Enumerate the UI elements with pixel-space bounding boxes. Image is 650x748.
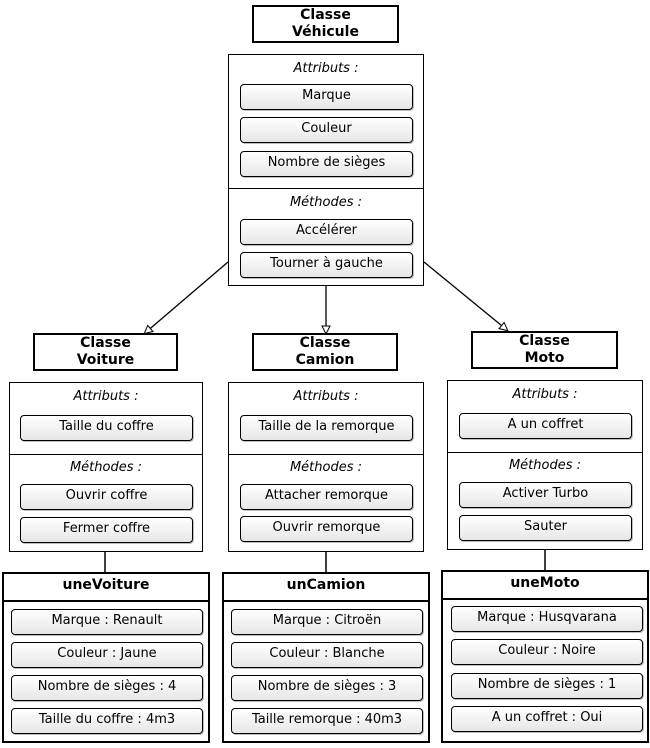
class-moto-divider (448, 452, 642, 453)
inheritance-arrow-moto (423, 261, 507, 330)
base-class-title-line1: Classe (300, 7, 351, 23)
class-moto-title-line2: Moto (524, 350, 565, 366)
class-voiture-title-line1: Classe (80, 335, 131, 351)
object-une-voiture-field-couleur: Couleur : Jaune (11, 642, 203, 668)
class-moto-method-sauter: Sauter (459, 515, 632, 541)
object-une-moto-field-couleur: Couleur : Noire (451, 639, 643, 665)
class-camion-title: Classe Camion (252, 333, 398, 371)
class-voiture-title-line2: Voiture (76, 352, 135, 368)
class-camion-title-line2: Camion (295, 352, 355, 368)
class-moto-title: Classe Moto (471, 331, 618, 369)
class-moto-attributes-label: Attributs : (512, 387, 578, 402)
object-une-voiture-divider (4, 600, 208, 602)
class-moto-method-turbo: Activer Turbo (459, 482, 632, 508)
object-une-voiture-field-coffre: Taille du coffre : 4m3 (11, 708, 203, 734)
class-voiture-divider (10, 454, 202, 455)
object-un-camion-field-remorque: Taille remorque : 40m3 (231, 708, 423, 734)
class-camion-title-line1: Classe (299, 335, 351, 351)
class-moto-methods-label: Méthodes : (508, 458, 582, 473)
base-method-tourner: Tourner à gauche (240, 252, 413, 278)
class-camion-panel: Attributs : Taille de la remorque Méthod… (228, 382, 424, 552)
object-une-moto-divider (443, 598, 647, 600)
class-voiture-method-fermer: Fermer coffre (20, 517, 193, 543)
class-camion-method-ouvrir: Ouvrir remorque (240, 516, 413, 542)
base-methods-label: Méthodes : (289, 195, 363, 210)
class-moto-title-line1: Classe (519, 333, 570, 349)
class-camion-method-attacher: Attacher remorque (240, 484, 413, 510)
class-camion-divider (229, 454, 423, 455)
class-moto-attribute: A un coffret (459, 413, 632, 439)
class-camion-attributes-label: Attributs : (293, 389, 359, 404)
class-camion-attribute: Taille de la remorque (240, 415, 413, 441)
object-un-camion-divider (224, 600, 428, 602)
object-une-voiture: uneVoiture Marque : Renault Couleur : Ja… (2, 572, 210, 743)
object-un-camion-field-couleur: Couleur : Blanche (231, 642, 423, 668)
object-une-moto: uneMoto Marque : Husqvarana Couleur : No… (441, 570, 649, 743)
class-voiture-panel: Attributs : Taille du coffre Méthodes : … (9, 382, 203, 552)
object-un-camion-field-marque: Marque : Citroën (231, 609, 423, 635)
object-une-moto-field-sieges: Nombre de sièges : 1 (451, 673, 643, 699)
base-attribute-couleur: Couleur (240, 117, 413, 143)
class-voiture-attributes-label: Attributs : (73, 389, 139, 404)
object-un-camion-name: unCamion (286, 577, 366, 593)
class-voiture-methods-label: Méthodes : (69, 460, 143, 475)
object-une-moto-field-coffret: A un coffret : Oui (451, 706, 643, 732)
class-voiture-title: Classe Voiture (33, 333, 178, 371)
object-une-moto-name: uneMoto (510, 575, 580, 591)
object-une-moto-field-marque: Marque : Husqvarana (451, 606, 643, 632)
class-moto-panel: Attributs : A un coffret Méthodes : Acti… (447, 380, 643, 550)
base-attribute-marque: Marque (240, 84, 413, 110)
class-camion-methods-label: Méthodes : (289, 460, 363, 475)
base-class-title: Classe Véhicule (252, 5, 399, 43)
base-class-panel: Attributs : Marque Couleur Nombre de siè… (228, 54, 424, 286)
object-une-voiture-field-sieges: Nombre de sièges : 4 (11, 675, 203, 701)
inheritance-arrow-voiture (145, 261, 229, 333)
base-method-accelerer: Accélérer (240, 219, 413, 245)
base-attributes-label: Attributs : (293, 61, 359, 76)
object-un-camion: unCamion Marque : Citroën Couleur : Blan… (222, 572, 430, 743)
base-section-divider (229, 188, 423, 189)
base-class-title-line2: Véhicule (292, 24, 359, 40)
base-attribute-nombre-sieges: Nombre de sièges (240, 151, 413, 177)
object-un-camion-field-sieges: Nombre de sièges : 3 (231, 675, 423, 701)
object-une-voiture-field-marque: Marque : Renault (11, 609, 203, 635)
class-voiture-attribute: Taille du coffre (20, 415, 193, 441)
class-voiture-method-ouvrir: Ouvrir coffre (20, 484, 193, 510)
object-une-voiture-name: uneVoiture (62, 577, 150, 593)
